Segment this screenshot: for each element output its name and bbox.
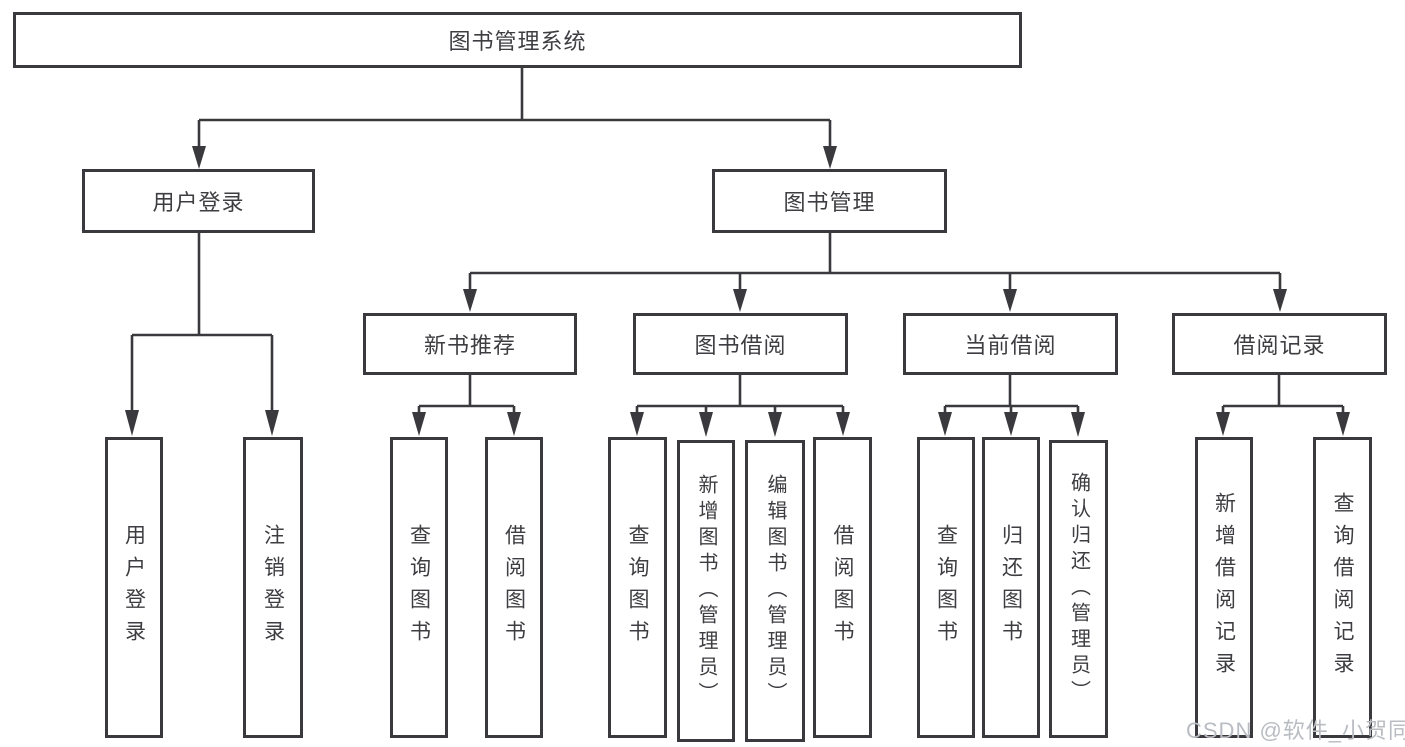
leaf-query-borrow-record: 查询借阅记录 — [1313, 437, 1372, 738]
arrowhead — [507, 412, 521, 436]
arrowhead — [125, 410, 139, 436]
arrowhead — [192, 146, 206, 169]
node-label: 图书管理系统 — [448, 29, 587, 54]
node-label: 新增借阅记录 — [1212, 491, 1236, 684]
connector-new-book-recommend-to-leaves — [412, 375, 521, 436]
node-label: 图书借阅 — [694, 333, 787, 358]
leaf-query-books-3: 查询图书 — [917, 437, 975, 738]
leaf-query-books-2: 查询图书 — [608, 437, 667, 738]
arrowhead — [1336, 412, 1350, 436]
node-label: 新书推荐 — [423, 333, 516, 358]
arrowhead — [265, 410, 279, 436]
node-user-login-module: 用户登录 — [82, 169, 315, 233]
node-label: 用户登录 — [152, 190, 245, 215]
connector-user-login-to-leaves — [125, 233, 279, 436]
node-label: 图书管理 — [783, 190, 876, 215]
arrowhead — [1216, 412, 1230, 436]
arrowhead — [733, 289, 747, 312]
arrowhead — [463, 289, 477, 312]
leaf-query-books-1: 查询图书 — [390, 437, 448, 738]
leaf-logout: 注销登录 — [243, 437, 303, 738]
node-borrow-records: 借阅记录 — [1172, 313, 1387, 375]
node-label: 查询图书 — [626, 523, 649, 652]
leaf-add-book-admin: 新增图书（管理员） — [677, 440, 735, 742]
arrowhead — [1071, 412, 1085, 437]
node-current-borrow: 当前借阅 — [903, 313, 1118, 375]
arrowhead — [823, 146, 837, 169]
arrowhead — [938, 412, 952, 436]
node-book-borrow: 图书借阅 — [633, 313, 848, 375]
node-book-management-module: 图书管理 — [712, 169, 947, 233]
csdn-watermark: CSDN @软件_小贺同学 — [1186, 718, 1405, 743]
arrowhead — [1004, 412, 1018, 436]
leaf-edit-book-admin: 编辑图书（管理员） — [745, 440, 805, 742]
connector-borrow-records-to-leaves — [1216, 375, 1350, 436]
node-label: 查询图书 — [934, 523, 958, 652]
node-label: 借阅图书 — [831, 523, 854, 652]
node-label: 查询借阅记录 — [1331, 491, 1354, 684]
node-label: 借阅记录 — [1233, 333, 1326, 358]
node-label: 编辑图书（管理员） — [764, 474, 786, 708]
connector-root-to-level2 — [192, 68, 837, 169]
leaf-return-book: 归还图书 — [982, 437, 1040, 738]
leaf-add-borrow-record: 新增借阅记录 — [1195, 437, 1253, 738]
leaf-borrow-books-2: 借阅图书 — [813, 437, 872, 738]
arrowhead — [836, 412, 850, 436]
leaf-borrow-books-1: 借阅图书 — [485, 437, 543, 738]
arrowhead — [630, 412, 644, 436]
node-label: 当前借阅 — [964, 333, 1057, 358]
connector-current-borrow-to-leaves — [938, 375, 1085, 437]
arrowhead — [699, 412, 713, 437]
arrowhead — [412, 412, 426, 436]
node-label: 用户登录 — [122, 523, 146, 652]
arrowhead — [768, 412, 782, 437]
node-root-system: 图书管理系统 — [13, 12, 1022, 68]
node-label: 新增图书（管理员） — [695, 474, 717, 708]
node-new-book-recommend: 新书推荐 — [363, 313, 577, 375]
connector-book-borrow-to-leaves — [630, 375, 850, 437]
arrowhead — [1003, 289, 1017, 312]
node-label: 注销登录 — [261, 523, 285, 652]
node-label: 借阅图书 — [502, 523, 526, 652]
node-label: 确认归还（管理员） — [1067, 472, 1090, 706]
node-label: 归还图书 — [999, 523, 1023, 652]
connector-book-management-to-level3 — [463, 233, 1287, 312]
leaf-user-login: 用户登录 — [105, 437, 163, 738]
leaf-confirm-return-admin: 确认归还（管理员） — [1049, 440, 1108, 738]
arrowhead — [1273, 289, 1287, 312]
node-label: 查询图书 — [407, 523, 431, 652]
